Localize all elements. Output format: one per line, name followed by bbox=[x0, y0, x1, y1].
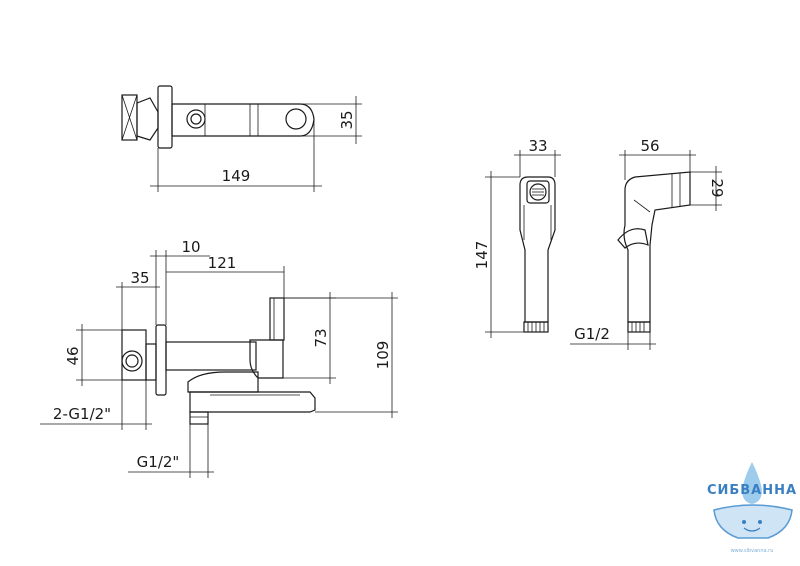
top-view-holder-circle bbox=[285, 108, 307, 130]
dim-thread-outlet: G1/2" bbox=[137, 453, 180, 471]
drop-icon bbox=[742, 462, 762, 504]
dim-front-depth: 35 bbox=[130, 269, 149, 287]
sibvanna-logo: СИБВАННА www.sibvanna.ru bbox=[707, 462, 797, 554]
dim-top-length: 149 bbox=[222, 167, 251, 185]
top-view: 35 149 bbox=[121, 85, 362, 192]
sprayer-front-body bbox=[519, 176, 556, 323]
sprayer-side-view: 56 29 G1/2 bbox=[570, 137, 726, 350]
dim-front-offset: 10 bbox=[181, 238, 200, 256]
logo-url: www.sibvanna.ru bbox=[731, 548, 774, 554]
dim-front-inlet: 46 bbox=[64, 346, 82, 365]
front-view-flange bbox=[155, 324, 167, 396]
dim-top-height: 35 bbox=[338, 110, 356, 129]
dim-sprayer-length: 147 bbox=[473, 241, 491, 270]
dim-front-73: 73 bbox=[312, 328, 330, 347]
logo-name: СИБВАННА bbox=[707, 483, 797, 498]
dim-front-length: 121 bbox=[208, 254, 237, 272]
bathtub-icon bbox=[713, 504, 793, 539]
front-view-lever bbox=[269, 297, 285, 341]
front-view: 10 121 35 73 109 46 2-G1/2" G1/2" bbox=[40, 238, 398, 478]
top-view-arm bbox=[171, 103, 315, 137]
front-view-body bbox=[165, 341, 257, 371]
front-view-inlet bbox=[121, 350, 143, 372]
dim-sprayer-thread: G1/2 bbox=[574, 325, 610, 343]
sprayer-trigger bbox=[617, 228, 649, 249]
sprayer-front-view: 33 147 bbox=[473, 137, 561, 338]
top-view-outlet-circle bbox=[186, 109, 206, 129]
dim-sprayer-width: 33 bbox=[528, 137, 547, 155]
top-view-flange bbox=[157, 85, 173, 149]
dim-sprayer-side: 56 bbox=[640, 137, 659, 155]
dim-front-109: 109 bbox=[374, 341, 392, 370]
dim-sprayer-head: 29 bbox=[708, 178, 726, 197]
dim-thread-inlets: 2-G1/2" bbox=[53, 405, 111, 423]
